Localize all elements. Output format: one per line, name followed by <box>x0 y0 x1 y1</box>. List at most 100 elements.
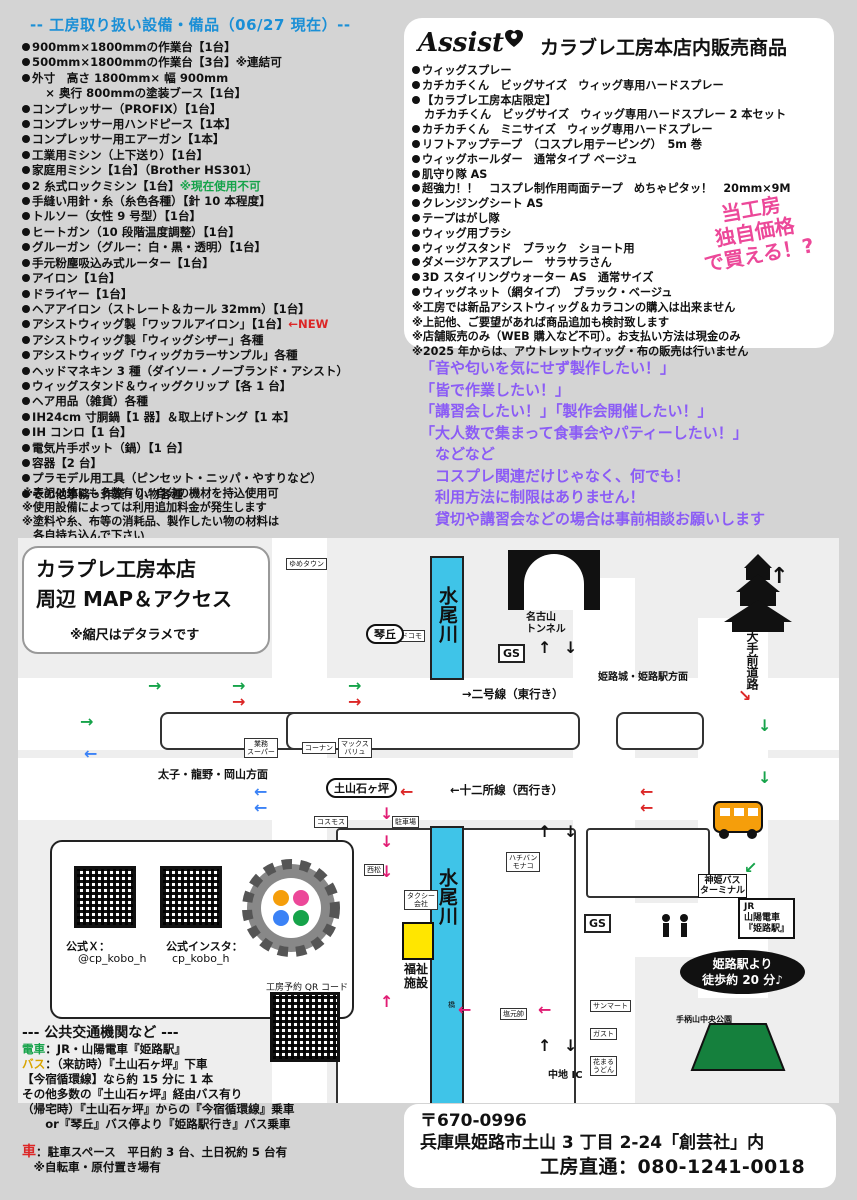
shop-item: ウィッグネット（網タイプ） ブラック・ベージュ <box>412 286 832 301</box>
equipment-item: ヘアアイロン（ストレート＆カール 32mm）【1台】 <box>22 302 402 317</box>
equipment-item-text: アイロン【1台】 <box>32 271 121 286</box>
shop-gusto: ガスト <box>590 1028 617 1040</box>
postal-code: 〒670-0996 <box>420 1111 527 1131</box>
equipment-item: アイロン【1台】 <box>22 271 402 286</box>
shop-konan: コーナン <box>302 742 336 754</box>
shop-item-text: ウィッグホールダー 通常タイプ ベージュ <box>422 152 638 166</box>
bullet-icon <box>22 489 30 498</box>
instagram-handle[interactable]: cp_kobo_h <box>172 952 230 965</box>
instagram-qr-code[interactable] <box>160 866 222 928</box>
reservation-qr-code[interactable] <box>270 992 340 1062</box>
instagram-label: 公式インスタ： <box>166 940 243 953</box>
phone-number[interactable]: 工房直通：080-1241-0018 <box>540 1156 806 1178</box>
equipment-item-text: ヘアアイロン（ストレート＆カール 32mm）【1台】 <box>32 301 310 316</box>
bullet-icon <box>22 351 30 360</box>
dir-west-label: 太子・龍野・岡山方面 <box>158 768 268 781</box>
x-handle[interactable]: @cp_kobo_h <box>78 952 147 965</box>
shop-item-text: ダメージケアスプレー サラサラさん <box>422 256 612 270</box>
map-title-line: 周辺 MAP＆アクセス <box>36 587 233 611</box>
shop-title: カラブレ工房本店内販売商品 <box>540 37 788 59</box>
equipment-item: IH コンロ【1 台】 <box>22 425 402 440</box>
bullet-icon <box>22 381 30 390</box>
shop-item: クレンジングシート AS <box>412 197 832 212</box>
road-west-label: ←十二所線（西行き） <box>450 783 564 797</box>
block <box>286 712 580 750</box>
shop-hachiban: ハチバン モナコ <box>506 852 541 872</box>
shop-item-text: ウィッグネット（網タイプ） ブラック・ベージュ <box>422 285 673 299</box>
shop-item-text: クレンジングシート AS <box>422 197 544 211</box>
shop-item-text: 肌守り隊 AS <box>422 167 488 181</box>
shop-item-text: リフトアップテープ （コスプレ用テーピング） 5m 巻 <box>422 137 702 151</box>
equipment-item: グルーガン（グルー：白・黒・透明）【1台】 <box>22 240 402 255</box>
gear-icon <box>242 859 340 957</box>
equipment-item: アシストウィッグ「ウィッグカラーサンプル」各種 <box>22 348 402 363</box>
shop-item: ウィッグ用ブラシ <box>412 227 832 242</box>
bullet-icon <box>22 73 30 82</box>
transport-line: その他多数の『土山石ヶ坪』経由バス有り <box>22 1087 243 1101</box>
equipment-item: トルソー（女性 9 号型）【1台】 <box>22 209 402 224</box>
traffic-arrow: → <box>232 676 246 695</box>
assist-logo: Assist <box>418 28 504 58</box>
bullet-icon <box>412 184 420 193</box>
x-qr-code[interactable] <box>74 866 136 928</box>
walk-arrow: ↓ <box>380 862 394 881</box>
traffic-arrow: → <box>80 712 94 731</box>
equipment-item-text: × 奥行 800mmの塗装ブース【1台】 <box>22 86 247 101</box>
river-label-bottom: 水尾川 <box>436 868 458 925</box>
shop-item-text: ウィッグスタンド ブラック ショート用 <box>422 241 635 255</box>
bus-terminal-label: 神姫バス ターミナル <box>698 874 748 898</box>
equipment-item: ウィッグスタンド＆ウィッグクリップ【各 1 台】 <box>22 379 402 394</box>
bullet-icon <box>412 213 420 222</box>
car-note: ※自転車・原付置き場有 <box>22 1160 161 1174</box>
traffic-arrow: → <box>348 676 362 695</box>
traffic-arrow: ← <box>254 798 268 817</box>
shop-item-text: 超強力！！ コスプレ制作用両面テープ めちゃピタッ！ 20mm×9M <box>422 182 791 196</box>
shop-item: ウィッグスタンド ブラック ショート用 <box>412 242 832 257</box>
shop-item-text: カチカチくん ビッグサイズ ウィッグ専用ハードスプレー <box>422 78 724 92</box>
kotooka-stop: 琴丘 <box>366 624 404 644</box>
bus-icon <box>713 801 763 839</box>
shop-item-text: ※工房では新品アシストウィッグ＆カラコンの購入は出来ません <box>412 300 736 314</box>
transport-title: --- 公共交通機関など --- <box>22 1025 179 1041</box>
block <box>586 828 710 898</box>
shop-item: ウィッグスプレー <box>412 64 832 79</box>
address-panel <box>404 1104 836 1188</box>
equipment-item-text: トルソー（女性 9 号型）【1台】 <box>32 209 202 224</box>
bullet-icon <box>22 289 30 298</box>
shop-max: マックス バリュ <box>338 738 372 758</box>
traffic-arrow: ↓ <box>758 768 772 787</box>
equipment-item-text: コンプレッサー用エアーガン【1本】 <box>32 132 225 147</box>
jr-station-label: JR 山陽電車 『姫路駅』 <box>738 898 796 939</box>
bullet-icon <box>22 181 30 190</box>
shop-item: 超強力！！ コスプレ制作用両面テープ めちゃピタッ！ 20mm×9M <box>412 182 832 197</box>
bus-row: バス：（来訪時）『土山石ヶ坪』下車 <box>22 1057 412 1072</box>
walk-arrow: ← <box>458 1000 472 1019</box>
usage-message-line: 利用方法に制限はありません！ <box>420 488 645 506</box>
bullet-icon <box>22 43 30 51</box>
bullet-icon <box>412 125 420 134</box>
equipment-note: ※表記以外にも多数有り、自分の機材を持込使用可 <box>22 487 279 500</box>
bullet-icon <box>22 166 30 175</box>
bullet-icon <box>22 274 30 283</box>
shop-item: カチカチくん ミニサイズ ウィッグ専用ハードスプレー <box>412 123 832 138</box>
equipment-item-text: ウィッグスタンド＆ウィッグクリップ【各 1 台】 <box>32 378 292 393</box>
equipment-item-text: 電気片手ポット（鍋）【1 台】 <box>32 440 190 455</box>
equipment-item: コンプレッサー用エアーガン【1本】 <box>22 132 402 147</box>
equipment-item: プラモデル用工具（ピンセット・ニッパ・やすりなど） <box>22 471 402 486</box>
car-text: ：駐車スペース 平日約 3 台、土日祝約 5 台有 <box>36 1145 288 1159</box>
bullet-icon <box>22 458 30 467</box>
shop-item: ※店舗販売のみ（WEB 購入など不可）。お支払い方法は現金のみ <box>412 330 832 345</box>
equipment-notes: ※表記以外にも多数有り、自分の機材を持込使用可※使用設備によっては利用追加料金が… <box>22 487 402 543</box>
map-title-box <box>22 546 270 654</box>
walk-arrow: ↑ <box>380 992 394 1011</box>
dir-east-label: 姫路城・姫路駅方面 <box>598 672 688 683</box>
usage-message-line: 「講習会したい！」「製作会開催したい！」 <box>420 402 713 420</box>
shop-item-text: ※2025 年からは、アウトレットウィッグ・布の販売は行いません <box>412 345 749 359</box>
block <box>616 712 704 750</box>
usage-message-line: コスプレ関連だけじゃなく、何でも！ <box>420 466 691 485</box>
bullet-icon <box>412 287 420 296</box>
traffic-arrow: ← <box>400 782 414 801</box>
bullet-icon <box>22 443 30 452</box>
train-row: 電車：JR・山陽電車『姫路駅』 <box>22 1042 412 1057</box>
shop-item: カチカチくん ビッグサイズ ウィッグ専用ハードスプレー <box>412 79 832 94</box>
